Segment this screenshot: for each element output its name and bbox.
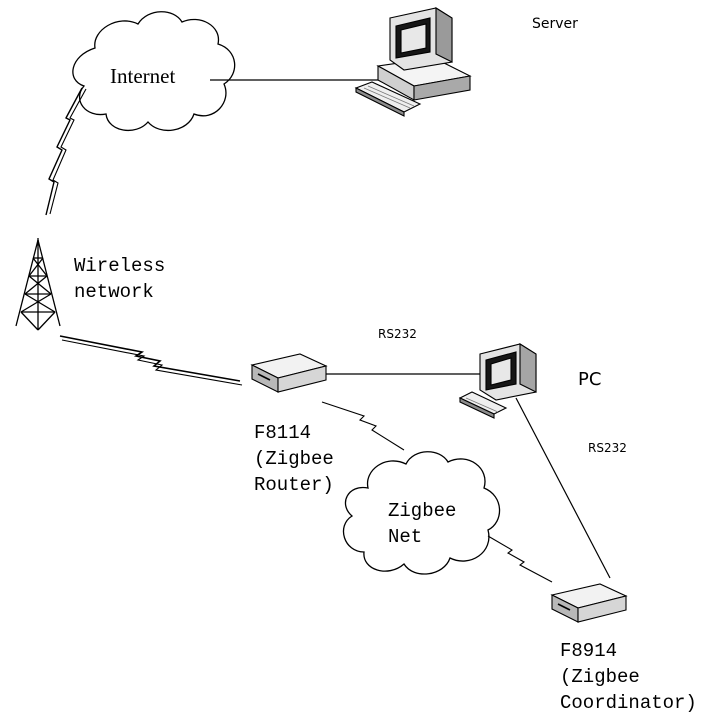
wireless-network-label-line1: Wireless [74,255,166,277]
coordinator-label-line2: (Zigbee [560,666,640,688]
internet-label: Internet [110,64,176,88]
router-label-line2: (Zigbee [254,448,334,470]
wireless-link-internet-icon [45,87,83,216]
wireless-link-router-zigbee-icon [321,401,405,451]
zigbee-net-cloud-icon [342,451,501,575]
wireless-link-coordinator-icon [487,535,553,583]
coordinator-label-line3: Coordinator) [560,692,697,714]
wireless-link-router-icon [59,335,241,382]
pc-computer-icon [458,343,537,419]
router-device-icon [250,353,328,393]
pc-label: PC [578,369,602,390]
internet-cloud-icon [72,11,236,132]
coordinator-device-icon [550,583,628,623]
zigbee-net-label-line1: Zigbee [388,500,457,522]
server-computer-icon [354,7,472,117]
rs232-pc-coordinator-label: RS232 [588,441,627,455]
radio-tower-icon [15,238,61,331]
router-label-line1: F8114 [254,422,312,444]
coordinator-label-line1: F8914 [560,640,618,662]
wireless-network-label-line2: network [74,281,154,303]
rs232-link-pc-coordinator [515,397,611,579]
server-label: Server [532,16,578,32]
zigbee-net-label-line2: Net [388,526,423,548]
rs232-router-pc-label: RS232 [378,327,417,341]
router-label-line3: Router) [254,474,334,496]
